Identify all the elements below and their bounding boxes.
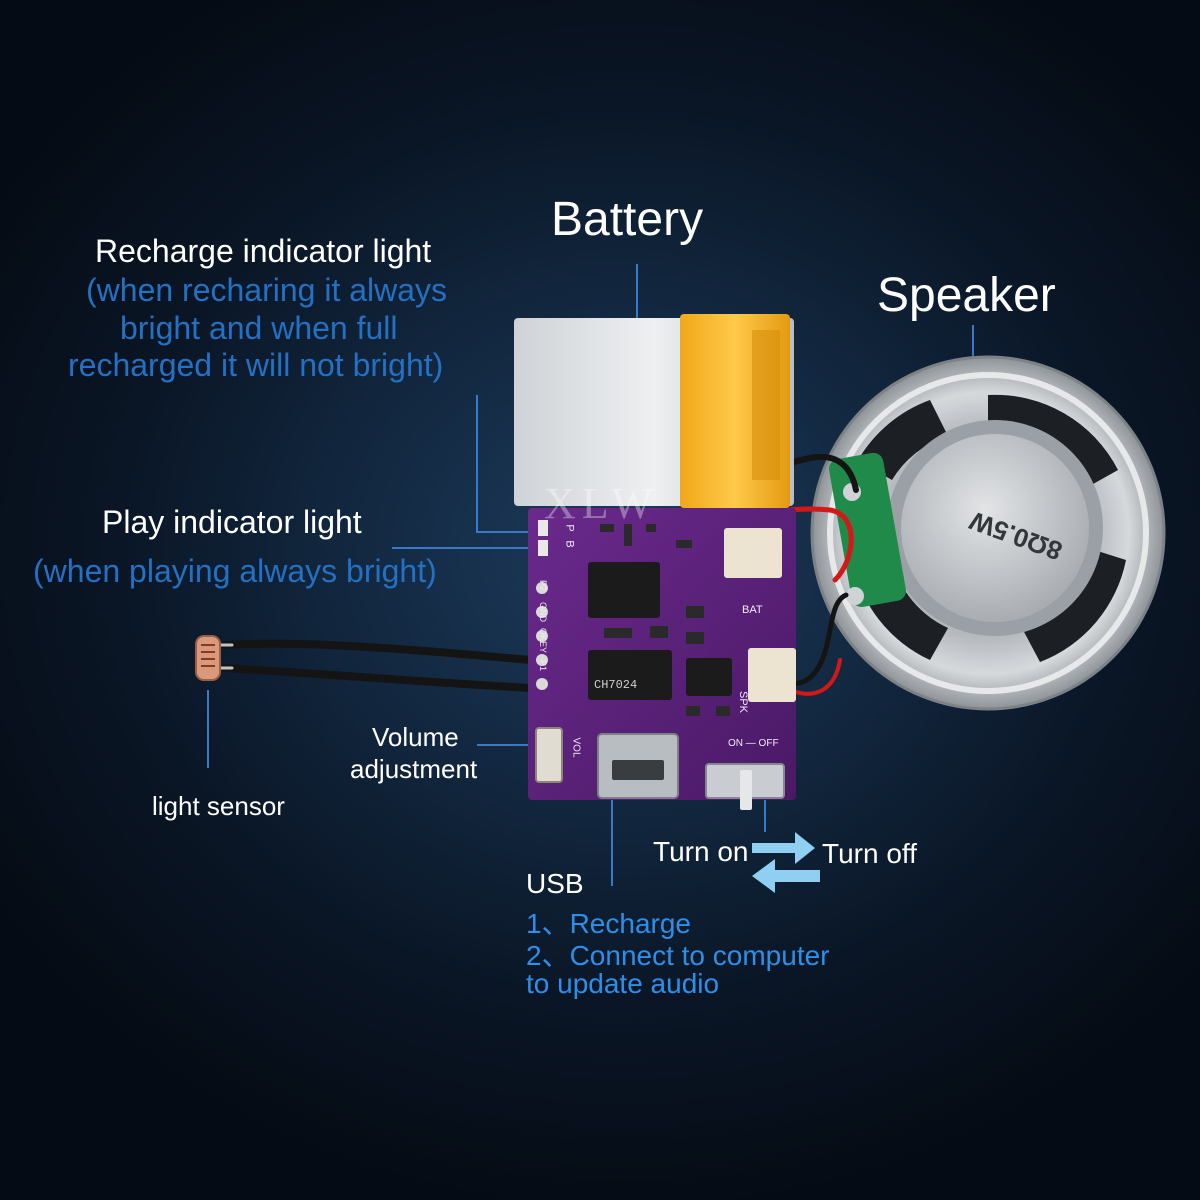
turn-off-label: Turn off — [822, 838, 917, 869]
pin-label-4: P1 — [538, 660, 548, 672]
pin-label-1: P2 — [538, 580, 548, 592]
silk-b: B — [563, 540, 576, 548]
battery — [514, 314, 794, 508]
amp-chip — [686, 658, 732, 696]
watermark: XLW — [544, 479, 659, 528]
speaker-label: Speaker — [877, 269, 1056, 322]
main-chip — [588, 650, 672, 700]
silk-spk: SPK — [737, 690, 750, 714]
play-title: Play indicator light — [102, 504, 362, 540]
silk-bat: BAT — [742, 604, 763, 616]
volume-label-2: adjustment — [350, 754, 478, 784]
recharge-callout-line — [476, 395, 530, 533]
flash-chip — [588, 562, 660, 618]
pin-label-2: GND — [538, 602, 548, 622]
pin-label-3: OKEY — [538, 628, 548, 654]
usb-item-2: 2、Connect to computer — [526, 940, 830, 971]
play-note: (when playing always bright) — [33, 553, 437, 589]
light-sensor — [195, 635, 221, 681]
silk-onoff: ON — OFF — [728, 738, 779, 749]
spk-connector — [748, 648, 796, 702]
volume-label-1: Volume — [372, 722, 459, 752]
usb-item-1: 1、Recharge — [526, 908, 691, 939]
callout-lines — [207, 264, 974, 886]
speaker — [810, 355, 1166, 711]
recharge-note-1: (when recharing it always — [86, 272, 448, 308]
recharge-note-3: recharged it will not bright) — [68, 347, 444, 383]
bat-connector — [724, 528, 782, 578]
chip-label: CH7024 — [594, 678, 638, 692]
usb-item-3: to update audio — [526, 968, 720, 999]
volume-button — [535, 727, 563, 783]
recharge-note-2: bright and when full — [120, 310, 398, 346]
switch-arrows — [752, 832, 820, 893]
silk-vol: VOL — [570, 737, 582, 758]
usb-title: USB — [526, 868, 584, 899]
turn-on-label: Turn on — [653, 836, 749, 867]
battery-label: Battery — [551, 193, 704, 246]
light-sensor-label: light sensor — [152, 791, 285, 821]
recharge-title: Recharge indicator light — [95, 233, 432, 269]
pcb-board — [528, 508, 796, 810]
play-led — [538, 540, 548, 556]
recharge-led — [538, 520, 548, 536]
